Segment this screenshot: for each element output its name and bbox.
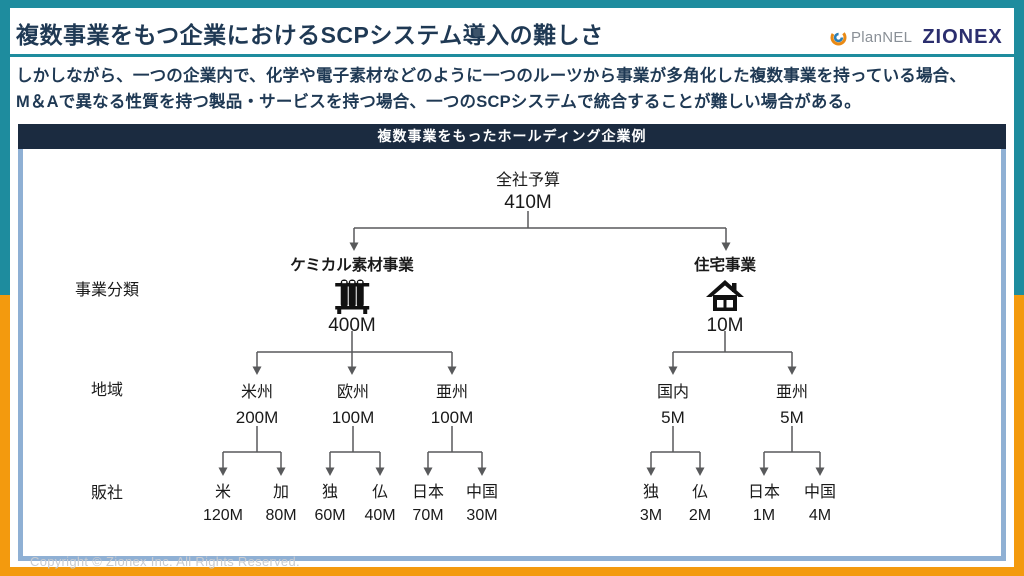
diagram-panel: [18, 124, 1006, 561]
node-total-budget: 全社予算 410M: [496, 166, 560, 214]
node-label: 加: [272, 484, 289, 501]
node-region-domestic: 国内 5M: [657, 378, 689, 428]
node-sales-japan: 日本 70M: [412, 478, 444, 525]
row-label-business-category: 事業分類: [74, 282, 140, 299]
node-value: 80M: [265, 507, 297, 524]
copyright: Copyright © Zionex Inc. All Rights Reser…: [30, 554, 300, 569]
node-label: 仏: [371, 484, 388, 501]
node-label: 日本: [747, 484, 781, 501]
node-label: 亜州: [775, 384, 809, 401]
node-value: 100M: [331, 408, 375, 427]
node-sales-china: 中国 30M: [466, 478, 498, 525]
border-right-teal: [1014, 8, 1024, 295]
node-value: 40M: [364, 507, 396, 524]
node-sales-japan-housing: 日本 1M: [748, 478, 780, 525]
node-label: 米州: [240, 384, 273, 401]
node-value: 4M: [808, 507, 832, 524]
node-sales-canada: 加 80M: [265, 478, 296, 525]
node-value: 200M: [235, 408, 279, 427]
node-sales-germany: 独 60M: [314, 478, 345, 525]
node-label: 欧州: [336, 384, 369, 401]
node-value: 60M: [314, 507, 346, 524]
border-left-orange: [0, 295, 10, 576]
test-tubes-icon: [290, 278, 414, 314]
node-sales-us: 米 120M: [203, 478, 243, 525]
node-value: 70M: [412, 507, 444, 524]
node-sales-france: 仏 40M: [364, 478, 395, 525]
node-region-asia-housing: 亜州 5M: [776, 378, 808, 428]
row-label-region: 地域: [90, 382, 124, 399]
node-value: 10M: [706, 315, 744, 336]
node-value: 3M: [639, 507, 663, 524]
node-label: ケミカル素材事業: [290, 257, 414, 274]
intro-line-1: しかしながら、一つの企業内で、化学や電子素材などのように一つのルーツから事業が多…: [16, 67, 967, 85]
node-label: 全社予算: [495, 172, 561, 189]
node-label: 仏: [691, 484, 709, 501]
node-region-americas: 米州 200M: [236, 378, 279, 428]
node-sales-france-housing: 仏 2M: [689, 478, 711, 525]
node-label: 日本: [411, 484, 445, 501]
node-region-europe: 欧州 100M: [332, 378, 375, 428]
node-value: 1M: [752, 507, 776, 524]
plannel-logo-text: PlanNEL: [851, 28, 913, 46]
node-sales-china-housing: 中国 4M: [804, 478, 836, 525]
node-label: 独: [321, 484, 338, 501]
node-value: 400M: [328, 315, 376, 336]
node-value: 410M: [504, 192, 552, 213]
logo-group: PlanNEL ZIONEX: [830, 24, 1010, 50]
house-icon: [694, 278, 756, 314]
intro-text: しかしながら、一つの企業内で、化学や電子素材などのように一つのルーツから事業が多…: [16, 63, 1011, 115]
node-label: 中国: [803, 484, 837, 501]
zionex-logo-text: ZIONEX: [922, 25, 1003, 48]
diagram-title: 複数事業をもったホールディング企業例: [18, 124, 1006, 149]
node-value: 100M: [430, 408, 474, 427]
node-label: 亜州: [435, 384, 468, 401]
node-label: 米: [214, 484, 231, 501]
page-title: 複数事業をもつ企業におけるSCPシステム導入の難しさ: [16, 22, 604, 48]
border-right-orange: [1014, 295, 1024, 576]
border-bottom: [0, 567, 1024, 576]
node-label: 中国: [465, 484, 499, 501]
row-label-sales-company: 販社: [90, 485, 124, 502]
plannel-swirl-icon: [830, 29, 847, 45]
node-value: 120M: [202, 507, 244, 524]
node-value: 5M: [780, 408, 804, 427]
node-value: 2M: [688, 507, 712, 524]
border-left-teal: [0, 8, 10, 295]
node-region-asia: 亜州 100M: [431, 378, 474, 428]
node-business-chemical: ケミカル素材事業 400M: [290, 253, 414, 337]
title-divider: [10, 54, 1014, 57]
intro-line-2: M＆Aで異なる性質を持つ製品・サービスを持つ場合、一つのSCPシステムで統合する…: [16, 93, 861, 111]
node-value: 30M: [466, 507, 498, 524]
node-business-housing: 住宅事業 10M: [694, 253, 756, 337]
node-value: 5M: [661, 408, 685, 427]
border-top: [0, 0, 1024, 8]
node-label: 国内: [656, 384, 690, 401]
plannel-logo: PlanNEL: [830, 29, 912, 46]
node-label: 独: [642, 484, 660, 501]
node-label: 住宅事業: [693, 257, 757, 274]
node-sales-germany-housing: 独 3M: [640, 478, 662, 525]
